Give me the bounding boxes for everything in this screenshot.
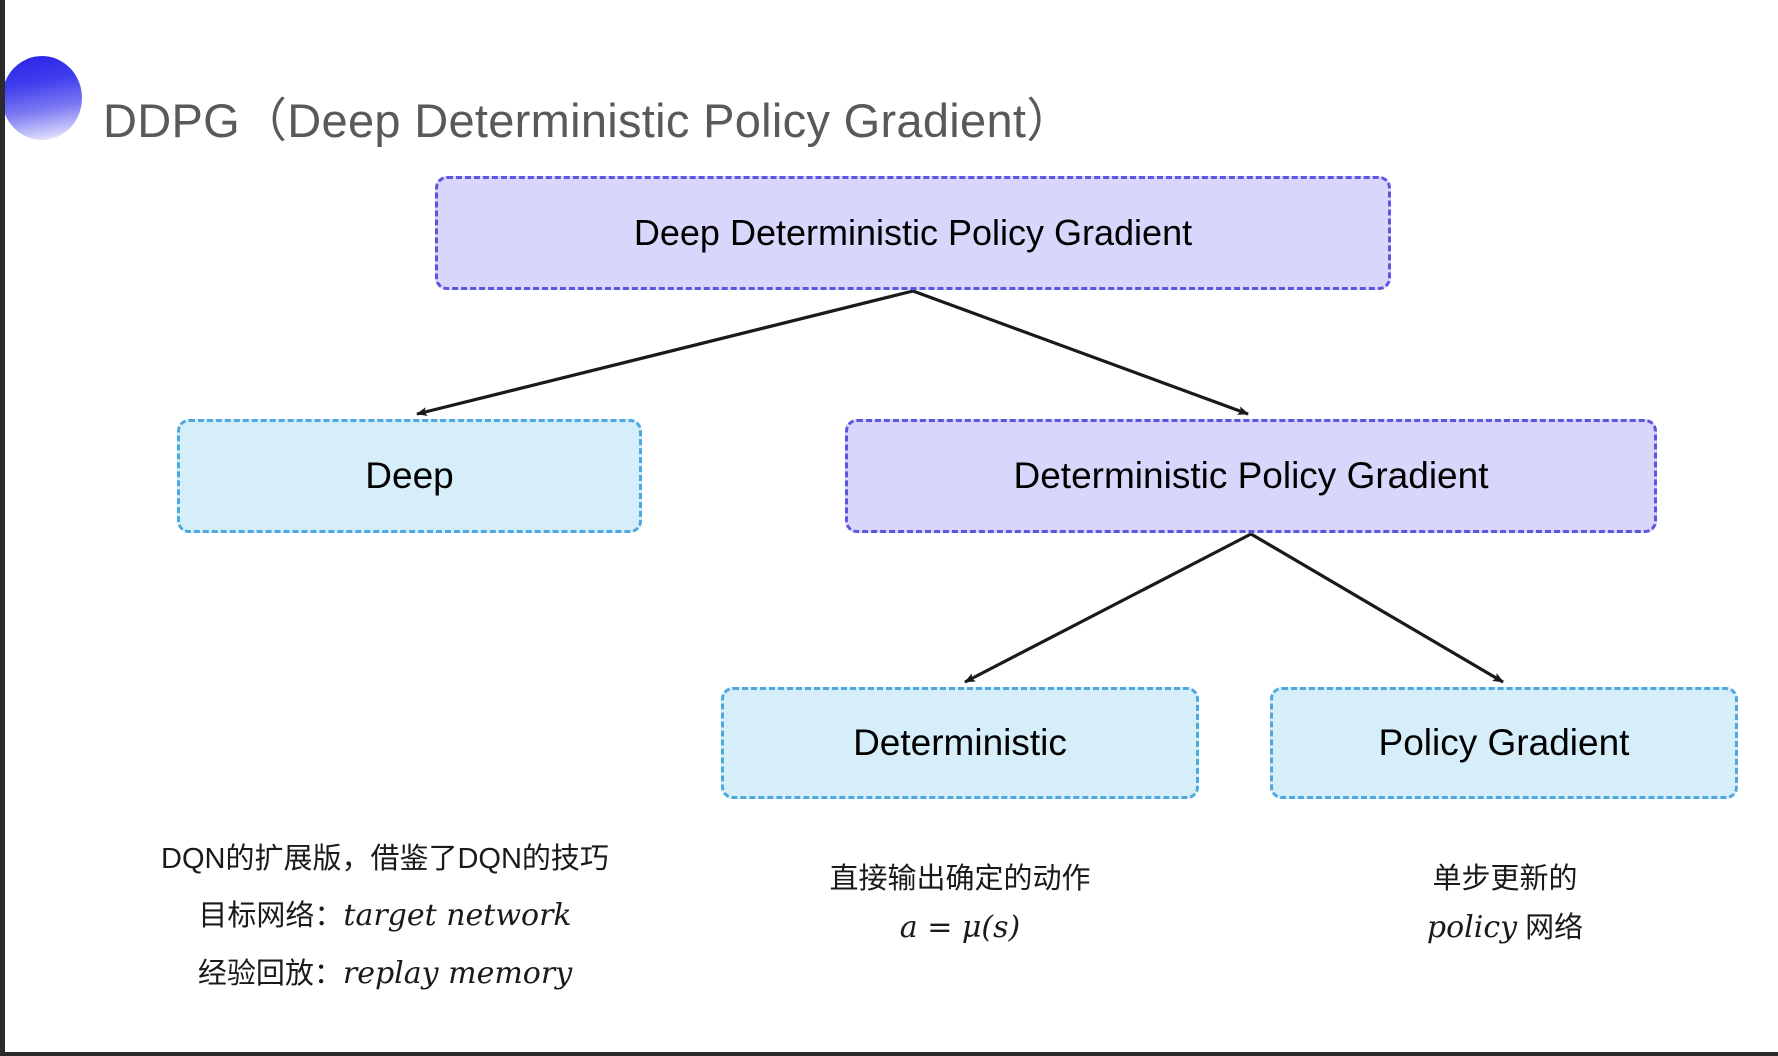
caption-det-line1: 直接输出确定的动作 bbox=[829, 863, 1091, 895]
node-deep-deterministic-policy-gradient[interactable]: Deep Deterministic Policy Gradient bbox=[435, 176, 1391, 290]
caption-deterministic: 直接输出确定的动作 a = μ(s) bbox=[720, 858, 1200, 956]
caption-pg-line2: policy 网络 bbox=[1270, 906, 1740, 950]
node-deterministic[interactable]: Deterministic bbox=[721, 687, 1199, 799]
caption-deep: DQN的扩展版，借鉴了DQN的技巧 目标网络：target network 经验… bbox=[105, 838, 665, 1009]
caption-det-formula: a = μ(s) bbox=[899, 910, 1021, 946]
page-title: DDPG（Deep Deterministic Policy Gradient） bbox=[103, 94, 1074, 147]
node-label: Deep bbox=[365, 454, 454, 496]
caption-policy-gradient: 单步更新的 policy 网络 bbox=[1270, 858, 1740, 956]
caption-deep-line2-math: target network bbox=[343, 898, 572, 934]
node-policy-gradient[interactable]: Policy Gradient bbox=[1270, 687, 1738, 799]
node-deep[interactable]: Deep bbox=[177, 419, 642, 533]
caption-deep-line3-prefix: 经验回放： bbox=[197, 957, 343, 990]
node-deterministic-policy-gradient[interactable]: Deterministic Policy Gradient bbox=[845, 419, 1657, 533]
caption-deep-line1: DQN的扩展版，借鉴了DQN的技巧 bbox=[161, 843, 609, 875]
node-label: Deterministic Policy Gradient bbox=[1013, 454, 1489, 496]
caption-deep-line2: 目标网络：target network bbox=[105, 894, 665, 938]
caption-deep-line3: 经验回放：replay memory bbox=[105, 952, 665, 996]
caption-deep-line3-math: replay memory bbox=[342, 955, 573, 991]
caption-det-line2: a = μ(s) bbox=[720, 906, 1200, 950]
node-label: Deterministic bbox=[853, 721, 1067, 763]
node-label: Deep Deterministic Policy Gradient bbox=[633, 212, 1193, 254]
caption-pg-math: policy bbox=[1426, 910, 1518, 946]
caption-pg-suffix: 网络 bbox=[1517, 912, 1584, 945]
node-label: Policy Gradient bbox=[1378, 721, 1630, 763]
caption-pg-line1: 单步更新的 bbox=[1432, 863, 1578, 895]
gradient-circle-icon bbox=[5, 56, 82, 140]
caption-deep-line2-prefix: 目标网络： bbox=[198, 900, 344, 933]
